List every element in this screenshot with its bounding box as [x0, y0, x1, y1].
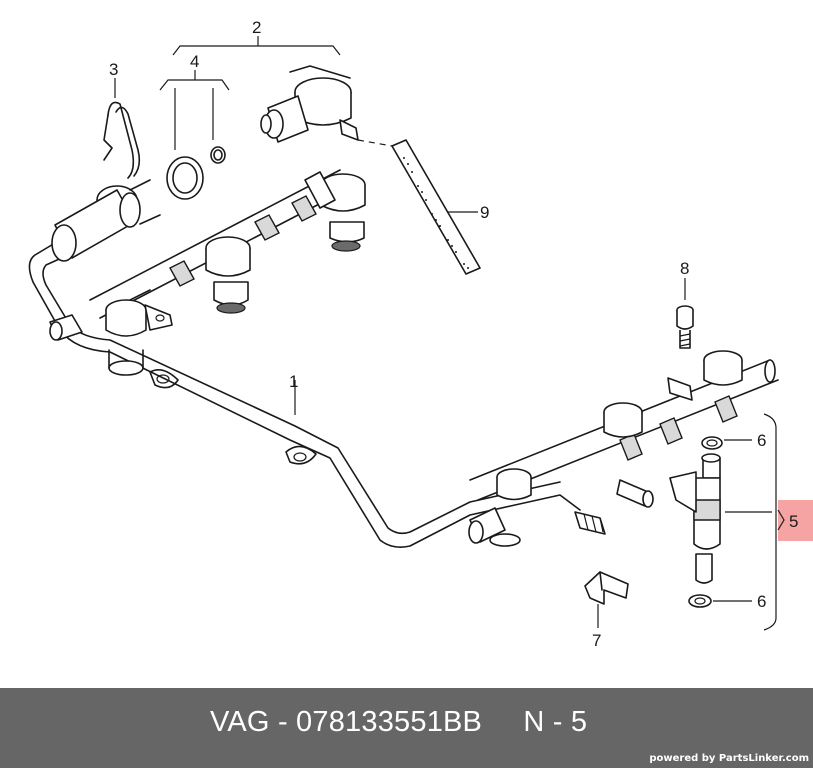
callout-9: 9: [480, 203, 489, 222]
callout-2: 2: [252, 18, 261, 37]
retaining-clip: [103, 101, 141, 179]
injector-clip: [584, 571, 629, 605]
fuel-rail-assembly: [28, 169, 779, 548]
part-number-label: VAG - 078133551BB N - 5: [210, 706, 588, 738]
callout-4: 4: [190, 52, 199, 71]
fuel-injector: [669, 436, 723, 608]
callout-6-lower: 6: [757, 592, 766, 611]
callout-7: 7: [592, 631, 601, 650]
pressure-regulator: [260, 65, 359, 143]
vacuum-hose: [357, 139, 481, 275]
o-rings: [166, 146, 226, 200]
parts-diagram: 2 4 3 9 8 1 6 5 6 7: [28, 18, 813, 650]
leader-lines: [114, 36, 777, 631]
bolt: [676, 305, 694, 349]
callout-8: 8: [680, 259, 689, 278]
powered-by-link[interactable]: powered by PartsLinker.com: [649, 753, 809, 764]
footer-bar: VAG - 078133551BB N - 5 powered by Parts…: [0, 688, 813, 768]
callout-3: 3: [109, 60, 118, 79]
callout-6-upper: 6: [757, 431, 766, 450]
callout-5: 5: [789, 512, 798, 531]
damper-body: [51, 179, 161, 262]
callout-1: 1: [289, 372, 298, 391]
